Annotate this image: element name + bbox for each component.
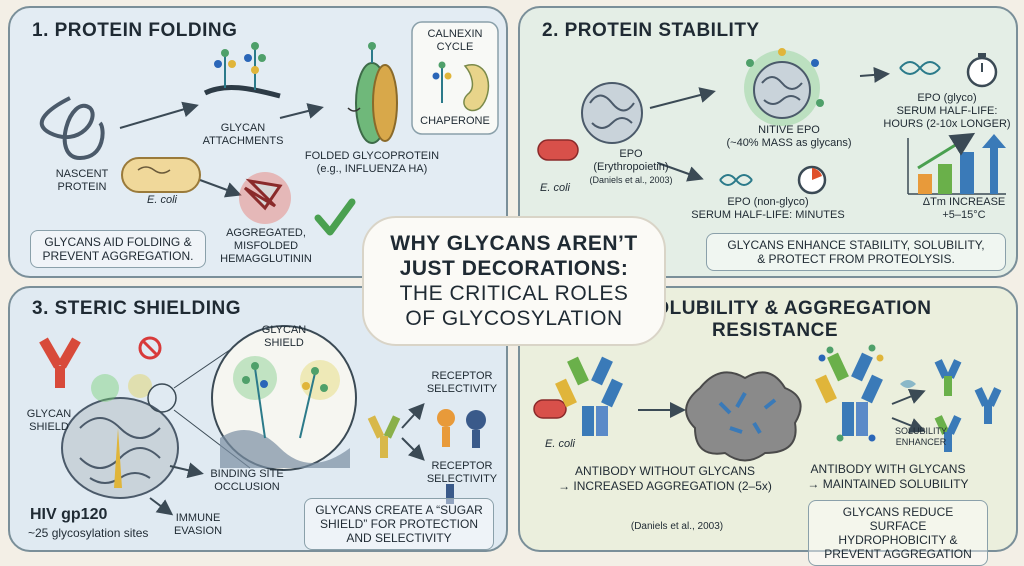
nascent-label-1: NASCENT <box>55 168 109 180</box>
native-epo-mass: (~40% MASS as glycans) <box>726 137 852 149</box>
receptor-label-4: SELECTIVITY <box>426 473 498 485</box>
with-glycans-result: → MAINTAINED SOLUBILITY <box>807 477 969 491</box>
aggregated-label-1: AGGREGATED, <box>226 227 306 239</box>
panel-title: 2. PROTEIN STABILITY <box>542 20 760 41</box>
without-glycans-label: ANTIBODY WITHOUT GLYCANS <box>574 464 756 478</box>
binding-label-1: BINDING SITE <box>210 468 284 480</box>
panel-title-1: 4. SOLUBILITY & AGGREGATION <box>618 298 932 319</box>
receptor-icon <box>446 484 454 504</box>
glycan-attach-label-1: GLYCAN <box>220 122 266 134</box>
enhancer-label-2: ENHANCER <box>895 437 947 447</box>
citation-label: (Daniels et al., 2003) <box>630 521 724 532</box>
glycosylation-sites-label: ~25 glycosylation sites <box>28 526 149 540</box>
panel-title-2: RESISTANCE <box>711 320 839 341</box>
calnexin-label-2: CYCLE <box>436 41 474 53</box>
center-title: WHY GLYCANS AREN’T JUST DECORATIONS: THE… <box>362 216 666 346</box>
antibody-without-glycans-icon <box>555 356 623 436</box>
nascent-protein-strand <box>39 96 105 161</box>
shield-zoom-label-2: SHIELD <box>264 337 304 349</box>
receptor-label-2: SELECTIVITY <box>426 383 498 395</box>
checkmark-icon <box>314 198 356 236</box>
shield-label-2: SHIELD <box>29 421 69 433</box>
enhancer-label-1: SOLUBILITY <box>894 426 948 436</box>
epo-glyco-halflife: SERUM HALF-LIFE: <box>896 105 998 117</box>
epo-citation: (Daniels et al., 2003) <box>589 175 673 185</box>
hiv-gp120-icon <box>61 374 179 499</box>
chaperone-label: CHAPERONE <box>420 115 490 127</box>
without-glycans-result: → INCREASED AGGREGATION (2–5x) <box>558 479 772 493</box>
epo-nonglyco-halflife: SERUM HALF-LIFE: MINUTES <box>691 209 845 221</box>
panel-title: 3. STERIC SHIELDING <box>32 298 242 319</box>
binding-label-2: OCCLUSION <box>214 481 280 493</box>
panel3-caption: GLYCANS CREATE A “SUGAR SHIELD” FOR PROT… <box>304 498 494 550</box>
center-title-line-1: WHY GLYCANS AREN’T <box>390 232 638 255</box>
native-epo-label: NITIVE EPO <box>758 124 820 136</box>
epo-nonglyco-label: EPO (non-glyco) <box>727 196 809 208</box>
hiv-label: HIV gp120 <box>30 506 108 523</box>
folding-illustration <box>39 21 499 236</box>
shield-zoom-label-1: GLYCAN <box>261 324 307 336</box>
receptor-label-3: RECEPTOR <box>431 460 493 472</box>
glycan-attach-label-2: ATTACHMENTS <box>202 135 284 147</box>
panel2-caption: GLYCANS ENHANCE STABILITY, SOLUBILITY, &… <box>706 233 1006 271</box>
epo-label: EPO <box>619 148 643 160</box>
immune-label-1: IMMUNE <box>175 512 221 524</box>
blocked-icon <box>138 336 162 360</box>
stability-illustration <box>537 48 1006 195</box>
calnexin-label-1: CALNEXIN <box>427 28 483 40</box>
center-title-line-4: OF GLYCOSYLATION <box>405 307 623 330</box>
antibody-icon <box>39 337 81 388</box>
receptor-label-1: RECEPTOR <box>431 370 493 382</box>
center-title-line-2: JUST DECORATIONS: <box>399 257 629 280</box>
shield-label-1: GLYCAN <box>26 408 72 420</box>
panel1-caption: GLYCANS AID FOLDING & PREVENT AGGREGATIO… <box>30 230 206 268</box>
tm-increase-bar-chart <box>907 132 1006 195</box>
dna-helix-icon <box>899 61 941 75</box>
shielding-illustration <box>39 325 486 516</box>
panel4-caption: GLYCANS REDUCE SURFACE HYDROPHOBICITY & … <box>808 500 988 566</box>
epo-full-label: (Erythropoietin) <box>593 161 669 173</box>
ecoli-label: E. coli <box>147 194 177 206</box>
aggregated-label-2: MISFOLDED <box>233 240 299 252</box>
panel-solubility: 4. SOLUBILITY & AGGREGATION RESISTANCE <box>518 286 1018 566</box>
e-coli-icon <box>537 139 579 161</box>
dna-helix-fragment-icon <box>719 174 753 186</box>
native-epo-icon <box>744 48 824 126</box>
e-coli-icon <box>121 157 201 193</box>
aggregation-cloud-icon <box>685 371 802 462</box>
panel-protein-folding: 1. PROTEIN FOLDING <box>8 6 508 278</box>
ecoli-label: E. coli <box>545 438 575 450</box>
with-glycans-label: ANTIBODY WITH GLYCANS <box>810 462 966 476</box>
immune-label-2: EVASION <box>173 525 223 537</box>
epo-glyco-label: EPO (glyco) <box>917 92 977 104</box>
stopwatch-icon <box>797 165 827 195</box>
solubility-illustration <box>533 344 1002 462</box>
glycan-shield-zoom <box>211 325 357 471</box>
tm-increase-value: +5–15°C <box>942 209 986 221</box>
folded-glycoprotein-icon <box>347 42 398 144</box>
center-title-line-3: THE CRITICAL ROLES <box>399 282 629 305</box>
folded-label-1: FOLDED GLYCOPROTEIN <box>304 150 440 162</box>
antibody-small-icon <box>367 415 401 458</box>
tm-increase-label: ΔTm INCREASE <box>922 196 1006 208</box>
folded-label-2: (e.g., INFLUENZA HA) <box>316 163 428 175</box>
solubility-enhancer-icon <box>900 380 916 388</box>
chaperone-icon <box>432 61 490 112</box>
e-coli-icon <box>533 399 567 419</box>
panel-title: 1. PROTEIN FOLDING <box>32 20 238 41</box>
stopwatch-icon <box>966 53 998 88</box>
epo-glyco-hours: HOURS (2-10x LONGER) <box>883 118 1011 130</box>
nascent-label-2: PROTEIN <box>57 181 107 193</box>
ecoli-label: E. coli <box>540 182 570 194</box>
aggregated-label-3: HEMAGGLUTININ <box>220 253 312 265</box>
aggregated-protein-icon <box>239 172 291 224</box>
soluble-antibody-icon <box>934 359 1002 452</box>
receptor-icon <box>437 409 486 448</box>
glycan-tree-icon <box>214 42 266 90</box>
antibody-with-glycans-icon <box>815 344 884 442</box>
epo-protein-icon <box>581 82 643 144</box>
